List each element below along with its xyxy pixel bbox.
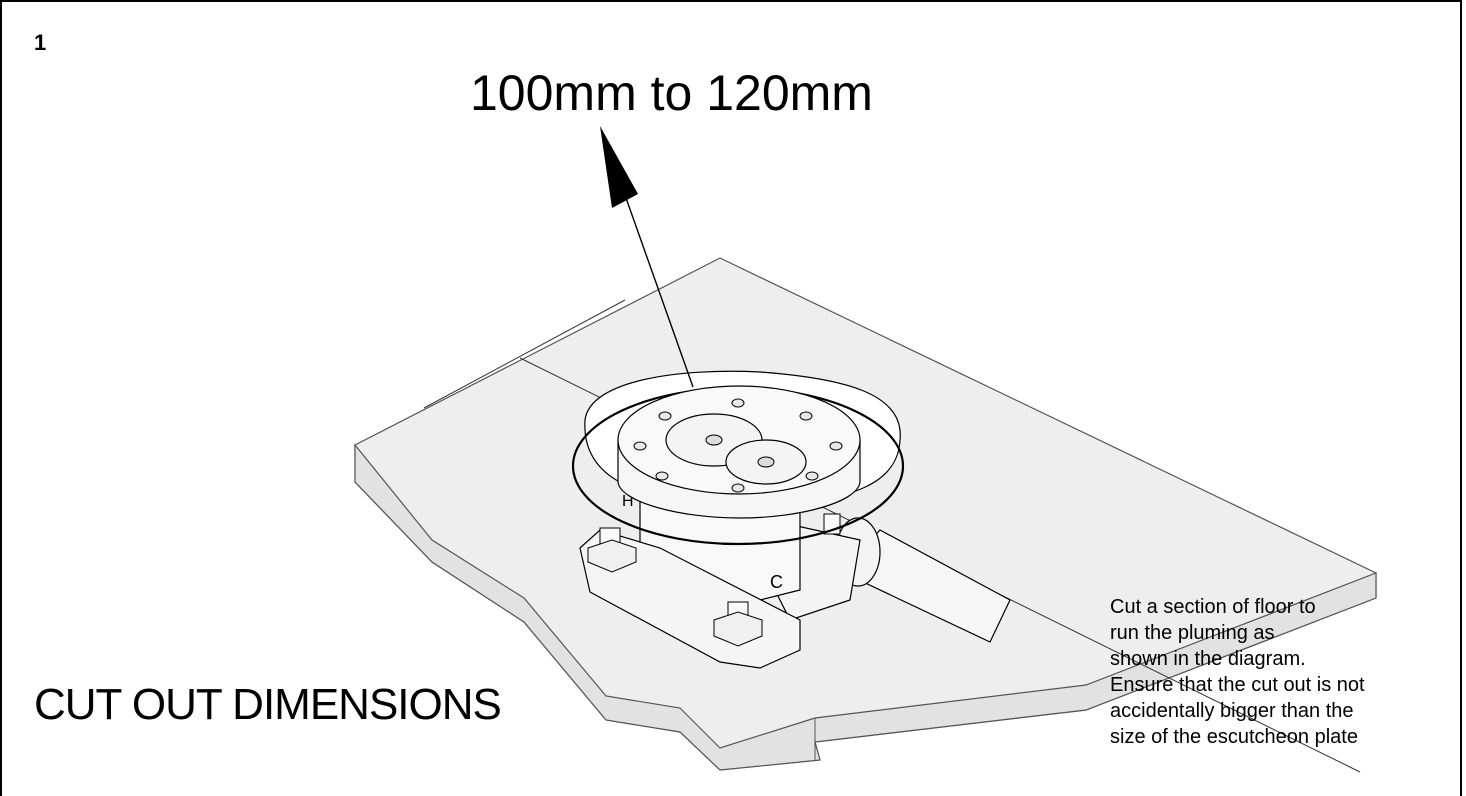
instruction-line: accidentally bigger than the xyxy=(1110,700,1354,722)
section-title: CUT OUT DIMENSIONS xyxy=(34,680,502,729)
inlet-hole-right xyxy=(757,456,775,468)
instruction-line: run the pluming as xyxy=(1110,622,1275,644)
instruction-line: size of the escutcheon plate xyxy=(1110,726,1358,748)
instruction-line: Ensure that the cut out is not xyxy=(1110,674,1365,696)
floor-side-face xyxy=(354,443,1377,771)
dimension-label: 100mm to 120mm xyxy=(470,65,873,121)
body-label-hot: H xyxy=(622,493,634,510)
instruction-line: Cut a section of floor to xyxy=(1110,596,1316,618)
bolt-left xyxy=(587,527,637,573)
body-label-cold: C xyxy=(770,572,783,592)
step-number: 1 xyxy=(34,30,47,55)
instruction-line: shown in the diagram. xyxy=(1110,648,1306,670)
dimension-arrowhead xyxy=(600,126,638,208)
plate-screw-holes xyxy=(633,398,843,493)
floor-seam-line xyxy=(423,299,626,409)
bolt-front xyxy=(713,601,763,647)
instructions-text: Cut a section of floor to run the plumin… xyxy=(1110,594,1450,750)
dimension-arrow-line xyxy=(625,197,694,388)
inlet-hole-left xyxy=(705,434,723,446)
